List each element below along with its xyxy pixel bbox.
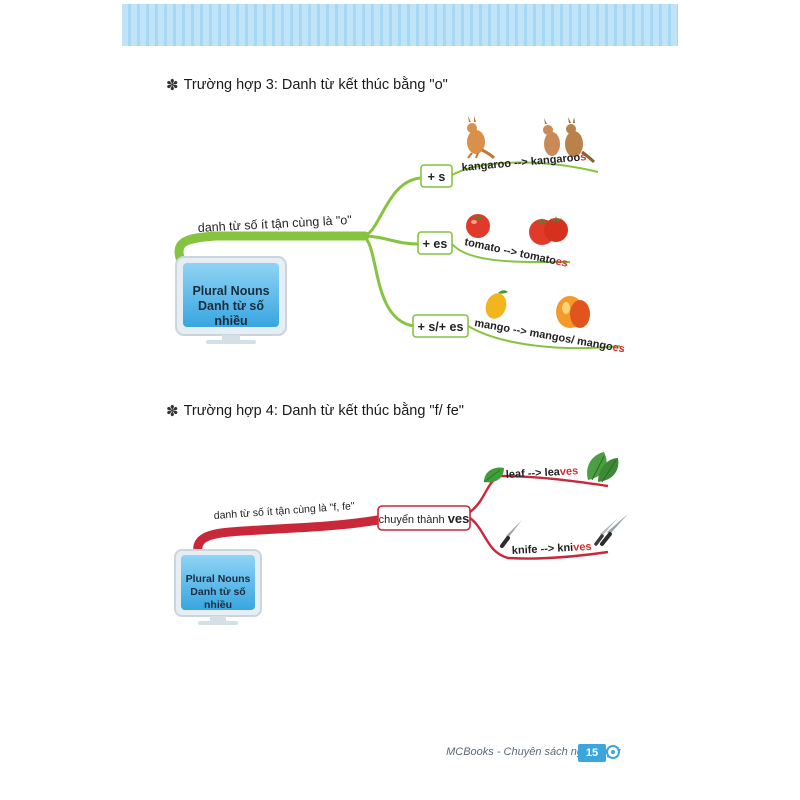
tomato-icon bbox=[466, 214, 490, 238]
map3-center-line2: Danh từ số nhiều bbox=[198, 299, 264, 328]
map4-node-label: chuyển thành ves bbox=[379, 511, 470, 526]
map3-node-s-box bbox=[420, 164, 453, 188]
map3-node-es-box bbox=[417, 231, 453, 255]
map3-monitor-neck bbox=[222, 335, 240, 341]
map3-underline-tomato bbox=[451, 243, 571, 264]
example-leaf: leaf --> leaves bbox=[506, 465, 579, 481]
knives-icon bbox=[594, 514, 628, 546]
heading-case-3: ✽ Trường hợp 3: Danh từ kết thúc bằng "o… bbox=[166, 76, 448, 94]
map3-node-s-es-label: + s/+ es bbox=[418, 320, 464, 334]
leaf-icon bbox=[483, 467, 504, 483]
map3-node-es-label: + es bbox=[423, 237, 448, 251]
map3-node-s-es-box bbox=[412, 314, 469, 338]
map3-center-line1: Plural Nouns bbox=[192, 284, 270, 298]
header-band bbox=[122, 4, 678, 46]
map4-branch-label: danh từ số ít tận cùng là "f, fe" bbox=[213, 500, 355, 522]
example-knife-base: knife --> kni bbox=[512, 542, 574, 557]
map4-node-emph: ves bbox=[448, 511, 470, 526]
example-knife: knife --> knives bbox=[512, 541, 592, 557]
mangoes-icon bbox=[556, 296, 590, 328]
example-mango: mango --> mangos/ mangoes bbox=[473, 317, 625, 355]
map4-center-label: Plural Nouns Danh từ số nhiều bbox=[178, 573, 258, 612]
flower-bullet-icon: ✽ bbox=[166, 403, 179, 420]
map3-main-branch bbox=[174, 231, 370, 263]
map3-branch-es bbox=[361, 234, 419, 246]
map4-center-line1: Plural Nouns bbox=[185, 573, 251, 585]
map4-monitor-neck bbox=[210, 616, 226, 622]
map4-branch-knife bbox=[469, 517, 609, 560]
map4-monitor-base bbox=[198, 621, 238, 625]
knife-icon bbox=[500, 520, 522, 548]
example-mango-suffix: es bbox=[612, 341, 626, 355]
map3-branch-s-es bbox=[361, 234, 415, 328]
example-knife-suffix: ves bbox=[573, 541, 592, 554]
map4-branch-leaf bbox=[469, 474, 609, 513]
leaves-icon bbox=[587, 452, 619, 483]
map4-node-prefix: chuyển thành bbox=[379, 514, 445, 526]
map4-main-branch bbox=[193, 515, 383, 557]
kangaroos-icon bbox=[543, 117, 596, 164]
map3-center-label: Plural Nouns Danh từ số nhiều bbox=[183, 284, 279, 329]
map4-monitor-screen bbox=[181, 555, 255, 610]
map4-center-line2: Danh từ số nhiều bbox=[190, 586, 246, 611]
map3-node-s-label: + s bbox=[428, 170, 446, 184]
kangaroo-icon bbox=[467, 116, 496, 160]
map3-monitor-screen bbox=[183, 263, 279, 327]
mango-icon bbox=[485, 290, 508, 319]
heading-case-3-text: Trường hợp 3: Danh từ kết thúc bằng "o" bbox=[183, 77, 448, 93]
footer-text: MCBooks - Chuyên sách ngoại ngữ bbox=[446, 746, 620, 758]
example-leaf-suffix: ves bbox=[560, 465, 579, 478]
map3-underline-kangaroo bbox=[451, 161, 599, 176]
map3-branch-s bbox=[361, 176, 421, 238]
example-mango-base: mango --> mangos/ mango bbox=[473, 317, 613, 353]
example-kangaroo: kangaroo --> kangaroos bbox=[461, 151, 587, 174]
map3-monitor-base bbox=[206, 340, 256, 344]
page-dot-icon bbox=[606, 745, 620, 759]
flower-bullet-icon: ✽ bbox=[166, 77, 179, 94]
example-tomato-suffix: es bbox=[555, 256, 569, 270]
tomatoes-icon bbox=[529, 216, 568, 245]
example-kangaroo-suffix: s bbox=[580, 151, 587, 163]
example-leaf-base: leaf --> lea bbox=[506, 466, 562, 481]
map3-underline-mango bbox=[467, 325, 621, 350]
heading-case-4-text: Trường hợp 4: Danh từ kết thúc bằng "f/ … bbox=[183, 403, 464, 419]
heading-case-4: ✽ Trường hợp 4: Danh từ kết thúc bằng "f… bbox=[166, 402, 464, 420]
example-kangaroo-base: kangaroo --> kangaroo bbox=[461, 152, 581, 174]
page-number: 15 bbox=[578, 744, 606, 762]
map4-node-box bbox=[377, 505, 471, 531]
